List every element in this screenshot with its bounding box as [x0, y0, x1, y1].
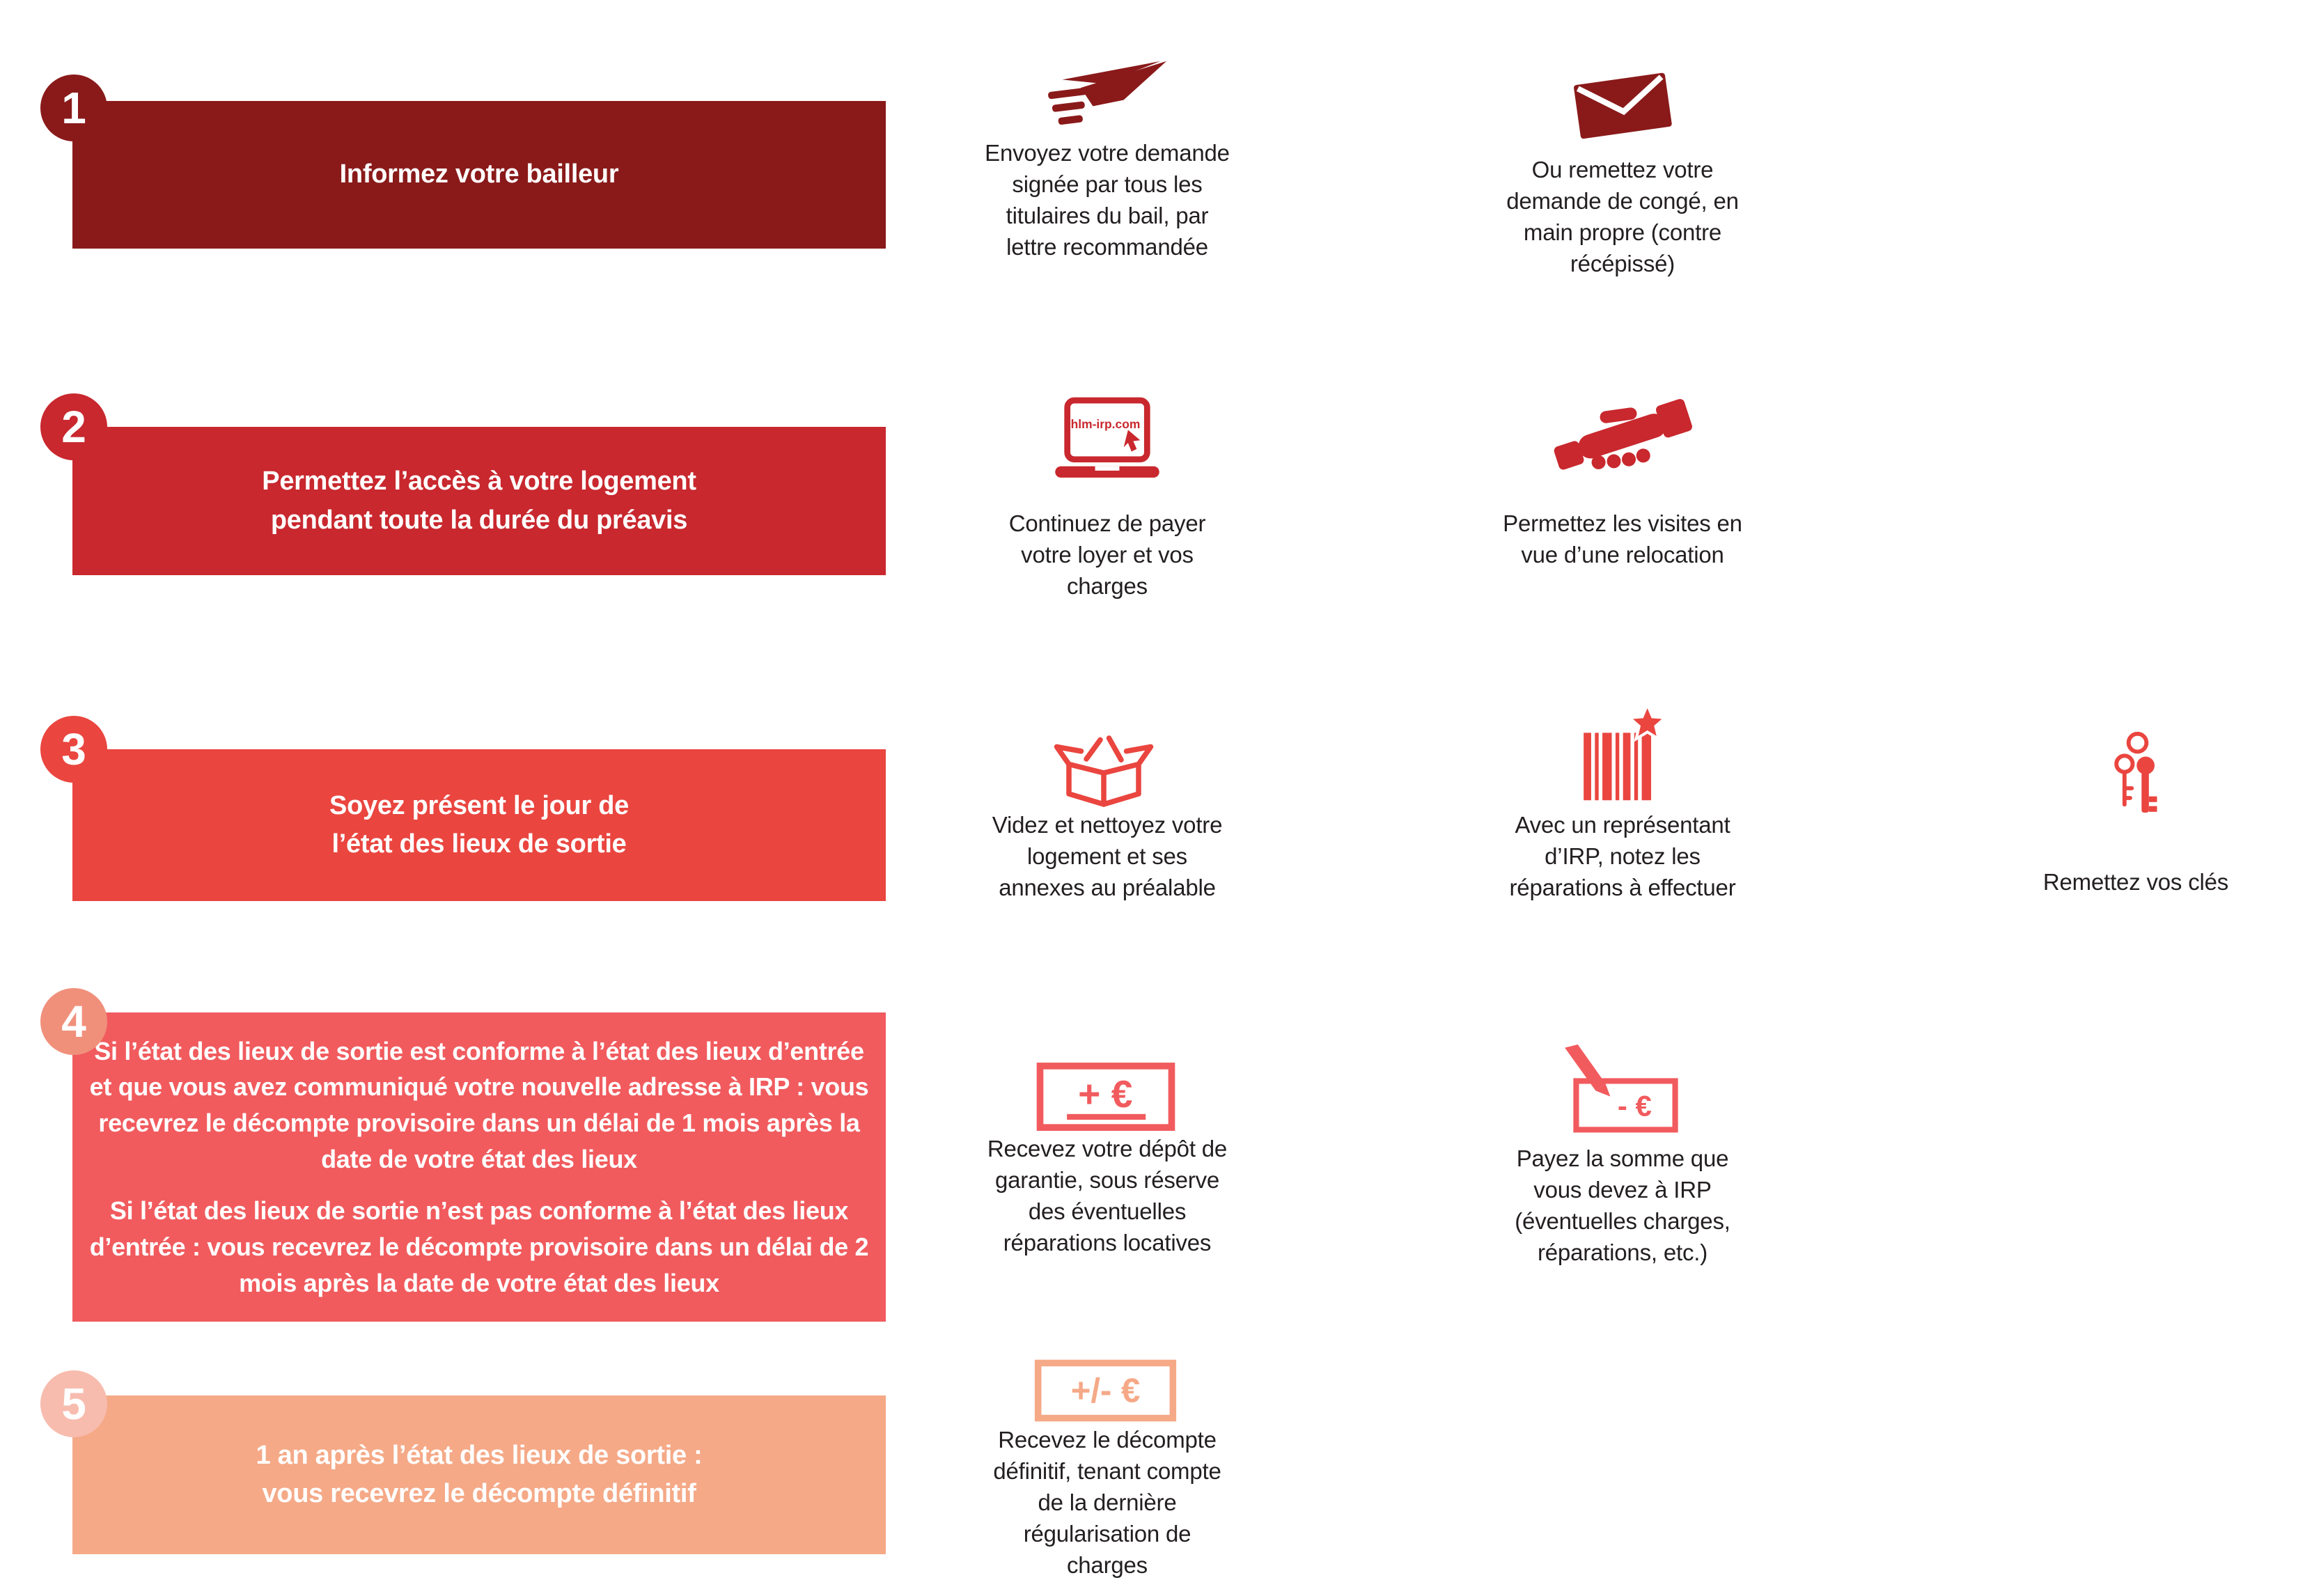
step3-number-badge: 3	[40, 716, 107, 783]
step4-paragraph-1: Si l’état des lieux de sortie est confor…	[89, 1036, 869, 1174]
step4-caption-1: Recevez votre dépôt de garantie, sous ré…	[987, 1136, 1228, 1255]
step5-number-badge: 5	[40, 1370, 107, 1437]
step3-bar: Soyez présent le jour de l’état des lieu…	[72, 749, 886, 901]
step3-title-line2: l’état des lieux de sortie	[331, 829, 627, 859]
step5-title-line1: 1 an après l’état des lieux de sortie :	[256, 1440, 703, 1470]
cursor-arrow-icon	[1123, 430, 1141, 452]
step2-bar: Permettez l’accès à votre logement penda…	[72, 427, 886, 575]
step4-bar: Si l’état des lieux de sortie est confor…	[72, 1012, 886, 1322]
step3-caption-1: Videz et nettoyez votre logement et ses …	[992, 812, 1223, 900]
step2-caption-2: Permettez les visites en vue d’une reloc…	[1503, 510, 1742, 568]
step5-title-line2: vous recevrez le décompte définitif	[262, 1479, 696, 1508]
step3-title-line1: Soyez présent le jour de	[329, 790, 629, 820]
step1-number: 1	[61, 83, 86, 133]
minus-euro-symbol: - €	[1618, 1090, 1652, 1122]
handshake-icon	[1553, 390, 1692, 484]
laptop-screen-text: hlm-irp.com	[1071, 417, 1141, 431]
laptop-icon: hlm-irp.com	[1038, 397, 1177, 492]
step2-number: 2	[61, 402, 86, 452]
pen-icon	[1565, 1045, 1611, 1097]
statement-plus-minus-euro-icon: +/- €	[1034, 1359, 1177, 1422]
step3-caption-2: Avec un représentant d’IRP, notez les ré…	[1509, 812, 1736, 900]
open-box-icon	[1045, 724, 1163, 811]
step4-number-badge: 4	[40, 988, 107, 1055]
step1-caption-2: Ou remettez votre demande de congé, en m…	[1506, 157, 1739, 276]
step4-number: 4	[61, 996, 86, 1047]
envelope-icon	[1567, 63, 1678, 146]
inventory-barcode-star-icon	[1575, 705, 1670, 808]
step1-title: Informez votre bailleur	[339, 159, 619, 189]
step3-caption-3: Remettez vos clés	[2042, 869, 2229, 895]
step5-bar: 1 an après l’état des lieux de sortie : …	[72, 1395, 886, 1554]
step5-number: 5	[61, 1379, 86, 1429]
keys-icon	[2104, 730, 2166, 827]
step2-title-line2: pendant toute la durée du préavis	[270, 505, 688, 535]
step5-caption-1: Recevez le décompte définitif, tenant co…	[993, 1427, 1221, 1578]
plus-minus-euro-symbol: +/- €	[1071, 1372, 1141, 1409]
step3-number: 3	[61, 724, 86, 774]
step1-caption-1: Envoyez votre demande signée par tous le…	[985, 140, 1230, 260]
step4-paragraph-2: Si l’état des lieux de sortie n’est pas …	[89, 1196, 869, 1297]
step4-caption-2: Payez la somme que vous devez à IRP (éve…	[1515, 1145, 1730, 1265]
step1-bar: Informez votre bailleur	[72, 101, 886, 249]
step2-title-line1: Permettez l’accès à votre logement	[262, 467, 696, 496]
plus-euro-symbol: + €	[1078, 1072, 1132, 1116]
step1-number-badge: 1	[40, 75, 107, 141]
payment-minus-euro-icon: - €	[1560, 1045, 1682, 1138]
step2-number-badge: 2	[40, 393, 107, 460]
deposit-plus-euro-icon: + €	[1036, 1062, 1175, 1132]
la-poste-bird-icon	[1045, 59, 1170, 136]
step2-caption-1: Continuez de payer votre loyer et vos ch…	[1008, 510, 1206, 599]
